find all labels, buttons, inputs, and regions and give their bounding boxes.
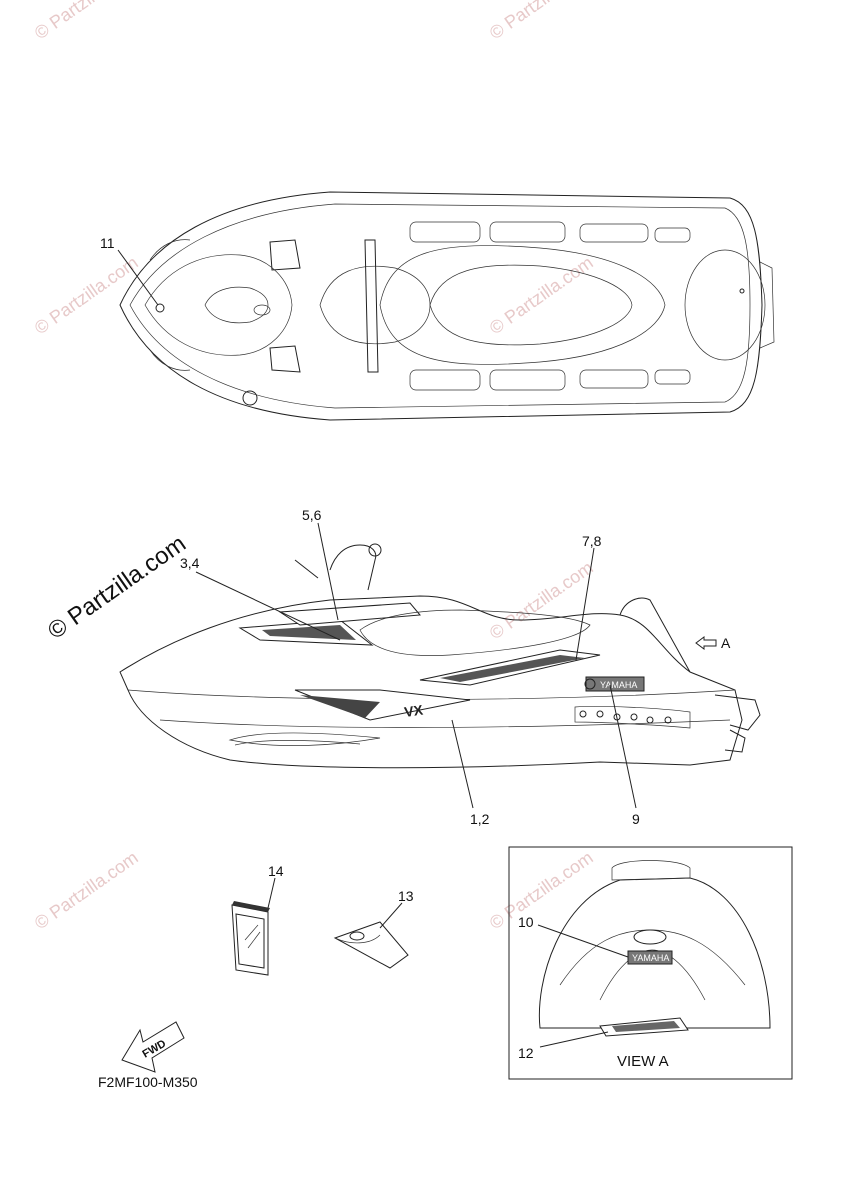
watermark-large: © Partzilla.com bbox=[43, 530, 191, 645]
part-13-manual-case bbox=[333, 921, 409, 969]
callout-11: 11 bbox=[100, 235, 115, 251]
watermark: © Partzilla.com bbox=[31, 0, 142, 43]
callout-7-8: 7,8 bbox=[582, 533, 602, 549]
fwd-arrow-icon: FWD bbox=[121, 1021, 185, 1073]
callout-5-6: 5,6 bbox=[302, 507, 322, 523]
view-a-rear-view: YAMAHA bbox=[538, 860, 771, 1037]
side-view: VX YAMAHA bbox=[119, 543, 761, 769]
top-view bbox=[119, 191, 775, 421]
brand-badge: YAMAHA bbox=[600, 680, 637, 690]
callout-14: 14 bbox=[268, 863, 284, 879]
callout-1-2: 1,2 bbox=[470, 811, 490, 827]
watermark: © Partzilla.com bbox=[486, 847, 597, 933]
callout-10: 10 bbox=[518, 914, 534, 930]
watermarks: © Partzilla.com © Partzilla.com © Partzi… bbox=[31, 0, 597, 933]
callout-3-4: 3,4 bbox=[180, 555, 200, 571]
view-arrow-label: A bbox=[721, 635, 731, 651]
view-arrow-icon bbox=[695, 636, 717, 650]
svg-text:VX: VX bbox=[403, 701, 424, 720]
callout-9: 9 bbox=[632, 811, 640, 827]
view-a-brand-badge: YAMAHA bbox=[632, 953, 669, 963]
view-a-box bbox=[508, 846, 793, 1080]
callout-12: 12 bbox=[518, 1045, 534, 1061]
callout-13: 13 bbox=[398, 888, 414, 904]
watermark: © Partzilla.com bbox=[31, 847, 142, 933]
watermark: © Partzilla.com bbox=[486, 0, 597, 43]
diagram-code: F2MF100-M350 bbox=[98, 1074, 198, 1090]
watermark: © Partzilla.com bbox=[486, 557, 597, 643]
view-a-title: VIEW A bbox=[617, 1053, 669, 1070]
part-14-warning-card bbox=[231, 901, 270, 976]
